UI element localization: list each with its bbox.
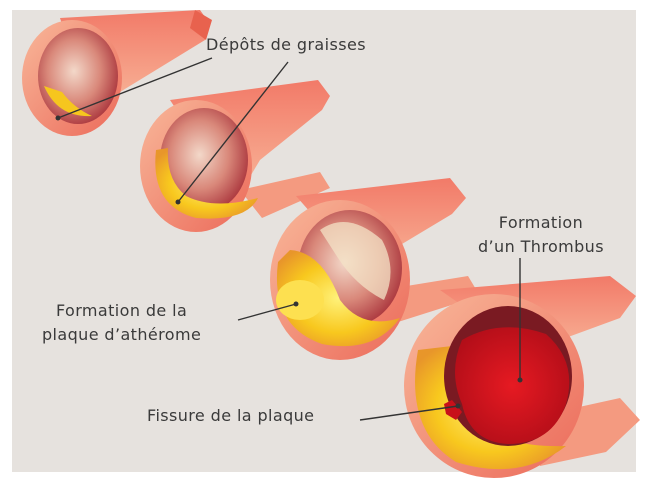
label-thrombus: Formation d’un Thrombus: [478, 211, 604, 259]
label-thrombus-line1: Formation: [478, 211, 604, 235]
label-fissure-text: Fissure de la plaque: [147, 404, 314, 428]
label-fat-deposits: Dépôts de graisses: [206, 33, 366, 57]
label-thrombus-line2: d’un Thrombus: [478, 235, 604, 259]
label-plaque-line2: plaque d’athérome: [42, 323, 201, 347]
label-fat-deposits-text: Dépôts de graisses: [206, 33, 366, 57]
label-plaque: Formation de la plaque d’athérome: [42, 299, 201, 347]
label-fissure: Fissure de la plaque: [147, 404, 314, 428]
label-plaque-line1: Formation de la: [42, 299, 201, 323]
